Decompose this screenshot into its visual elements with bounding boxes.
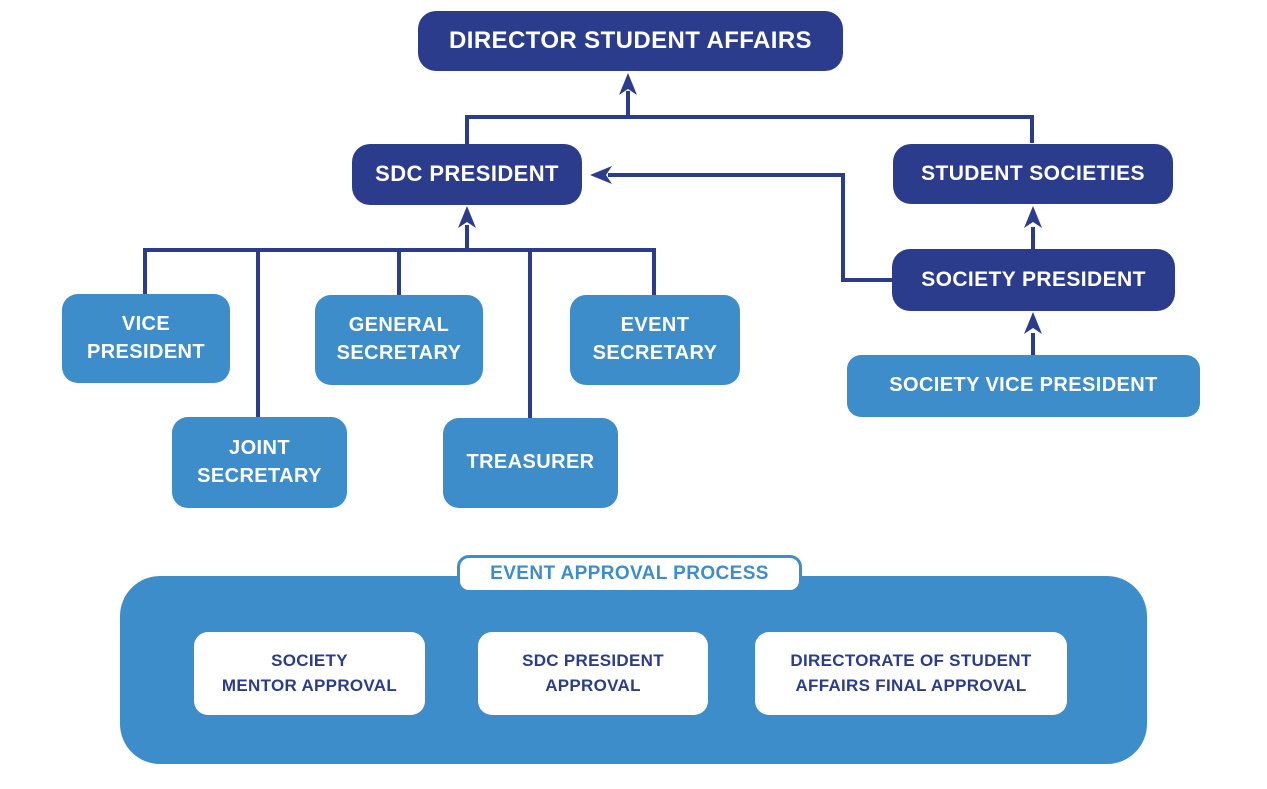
node-label-line2: PRESIDENT bbox=[86, 340, 206, 363]
step-label-line1: SOCIETY bbox=[271, 650, 348, 670]
node-label-line2: SECRETARY bbox=[592, 342, 718, 364]
edge-society-president-to-sdc bbox=[590, 166, 892, 282]
process-step-directorate-final-approval: DIRECTORATE OF STUDENT AFFAIRS FINAL APP… bbox=[755, 632, 1067, 715]
edge-society-vp-to-society-president bbox=[1024, 312, 1042, 355]
edge-officers-rail bbox=[143, 248, 656, 418]
process-step-society-mentor-approval: SOCIETY MENTOR APPROVAL bbox=[194, 632, 425, 715]
node-label-line2: SECRETARY bbox=[336, 342, 462, 364]
node-general-secretary: GENERAL SECRETARY bbox=[315, 295, 483, 385]
step-label-line1: DIRECTORATE OF STUDENT bbox=[790, 650, 1032, 670]
node-joint-secretary: JOINT SECRETARY bbox=[172, 417, 347, 508]
step-label-line1: SDC PRESIDENT bbox=[522, 650, 664, 670]
node-student-societies: STUDENT SOCIETIES bbox=[893, 144, 1173, 204]
node-label-line1: GENERAL bbox=[348, 314, 450, 337]
node-label: TREASURER bbox=[466, 451, 595, 474]
node-society-vice-president: SOCIETY VICE PRESIDENT bbox=[847, 355, 1200, 417]
node-label-line1: JOINT bbox=[229, 436, 290, 459]
node-label-line1: EVENT bbox=[620, 314, 690, 337]
edge-society-president-to-societies bbox=[1024, 206, 1042, 249]
node-treasurer: TREASURER bbox=[443, 418, 618, 508]
node-vice-president: VICE PRESIDENT bbox=[62, 294, 230, 383]
step-label-line2: APPROVAL bbox=[545, 675, 641, 695]
process-title-label: EVENT APPROVAL PROCESS bbox=[490, 563, 769, 584]
process-step-sdc-president-approval: SDC PRESIDENT APPROVAL bbox=[478, 632, 708, 715]
node-label-line2: SECRETARY bbox=[197, 464, 322, 487]
node-label: STUDENT SOCIETIES bbox=[921, 161, 1145, 185]
event-approval-process-title: EVENT APPROVAL PROCESS bbox=[457, 555, 802, 593]
node-label: SOCIETY VICE PRESIDENT bbox=[889, 374, 1158, 397]
edge-arrow-to-sdc-president bbox=[458, 206, 476, 250]
edge-top-rail bbox=[465, 115, 1034, 144]
node-label: SOCIETY PRESIDENT bbox=[921, 267, 1146, 291]
node-label-line1: VICE bbox=[121, 312, 171, 335]
node-sdc-president: SDC PRESIDENT bbox=[352, 144, 582, 205]
node-event-secretary: EVENT SECRETARY bbox=[570, 295, 740, 385]
node-label: SDC PRESIDENT bbox=[375, 161, 559, 187]
node-society-president: SOCIETY PRESIDENT bbox=[892, 249, 1175, 311]
step-label-line2: AFFAIRS FINAL APPROVAL bbox=[795, 675, 1027, 695]
node-director-student-affairs: DIRECTOR STUDENT AFFAIRS bbox=[418, 11, 843, 71]
step-label-line2: MENTOR APPROVAL bbox=[221, 675, 398, 695]
node-label: DIRECTOR STUDENT AFFAIRS bbox=[449, 27, 812, 55]
edge-arrow-to-director bbox=[619, 73, 637, 117]
